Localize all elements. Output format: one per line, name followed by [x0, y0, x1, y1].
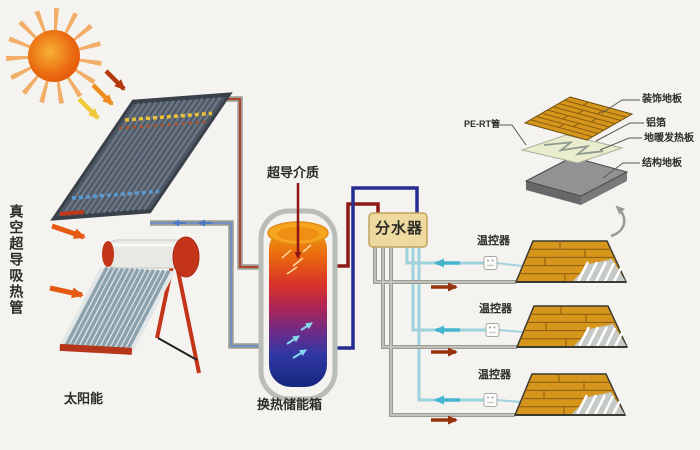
label-water-distributor: 分水器 [375, 220, 424, 237]
label-pert-pipe: PE-RT管 [464, 119, 501, 129]
manifold-to-tank-return-pipe [333, 186, 419, 350]
water-distributor-box [368, 212, 428, 248]
cold-return-pipe [150, 219, 261, 349]
structural-slab-layer [524, 156, 629, 205]
label-thermostat-2: 温控器 [479, 303, 512, 315]
label-decorative-floor: 装饰地板 [642, 94, 682, 105]
solar-collector-panel [50, 92, 233, 221]
thermostat-device-1 [483, 255, 498, 271]
sun-icon [28, 30, 80, 82]
floor-panel-1 [514, 239, 628, 284]
label-superconducting-medium: 超导介质 [267, 165, 320, 180]
label-aluminum-foil: 铝箔 [646, 118, 666, 129]
solar-water-heater [58, 237, 199, 373]
sunlight-arrows [77, 69, 126, 120]
thermostat-device-2 [485, 322, 500, 338]
heating-panel-foil-layer [522, 135, 622, 163]
supply-flow-arrows [431, 282, 458, 425]
heat-storage-tank [258, 183, 338, 402]
thermostat-device-3 [483, 392, 498, 408]
label-storage-tank: 换热储能箱 [257, 397, 323, 412]
floor-panel-3 [513, 372, 627, 417]
return-flow-arrows [434, 258, 460, 405]
tank-to-manifold-hot-pipe [333, 202, 380, 268]
floor-panel-2 [515, 304, 629, 349]
label-heating-panel: 地暖发热板 [644, 133, 694, 144]
tank-cold-flow-arrows [286, 322, 313, 359]
floor-supply-pipes [373, 247, 517, 417]
label-vacuum-tube: 真空超导吸热管 [8, 204, 25, 316]
layer-label-connectors [498, 99, 644, 179]
hot-supply-pipe [227, 96, 261, 270]
heater-collector-tubes [58, 267, 176, 353]
decorative-wood-layer [525, 97, 632, 140]
tank-hot-swirl-arrows [281, 244, 312, 275]
label-thermostat-1: 温控器 [477, 235, 510, 247]
floor-layers-exploded [498, 97, 644, 238]
label-structural-floor: 结构地板 [642, 158, 682, 169]
label-thermostat-3: 温控器 [478, 369, 511, 381]
vacuum-tube-pointer-arrows [49, 223, 86, 299]
detail-callout-arrow [610, 205, 626, 238]
label-solar-heater: 太阳能 [64, 391, 104, 406]
